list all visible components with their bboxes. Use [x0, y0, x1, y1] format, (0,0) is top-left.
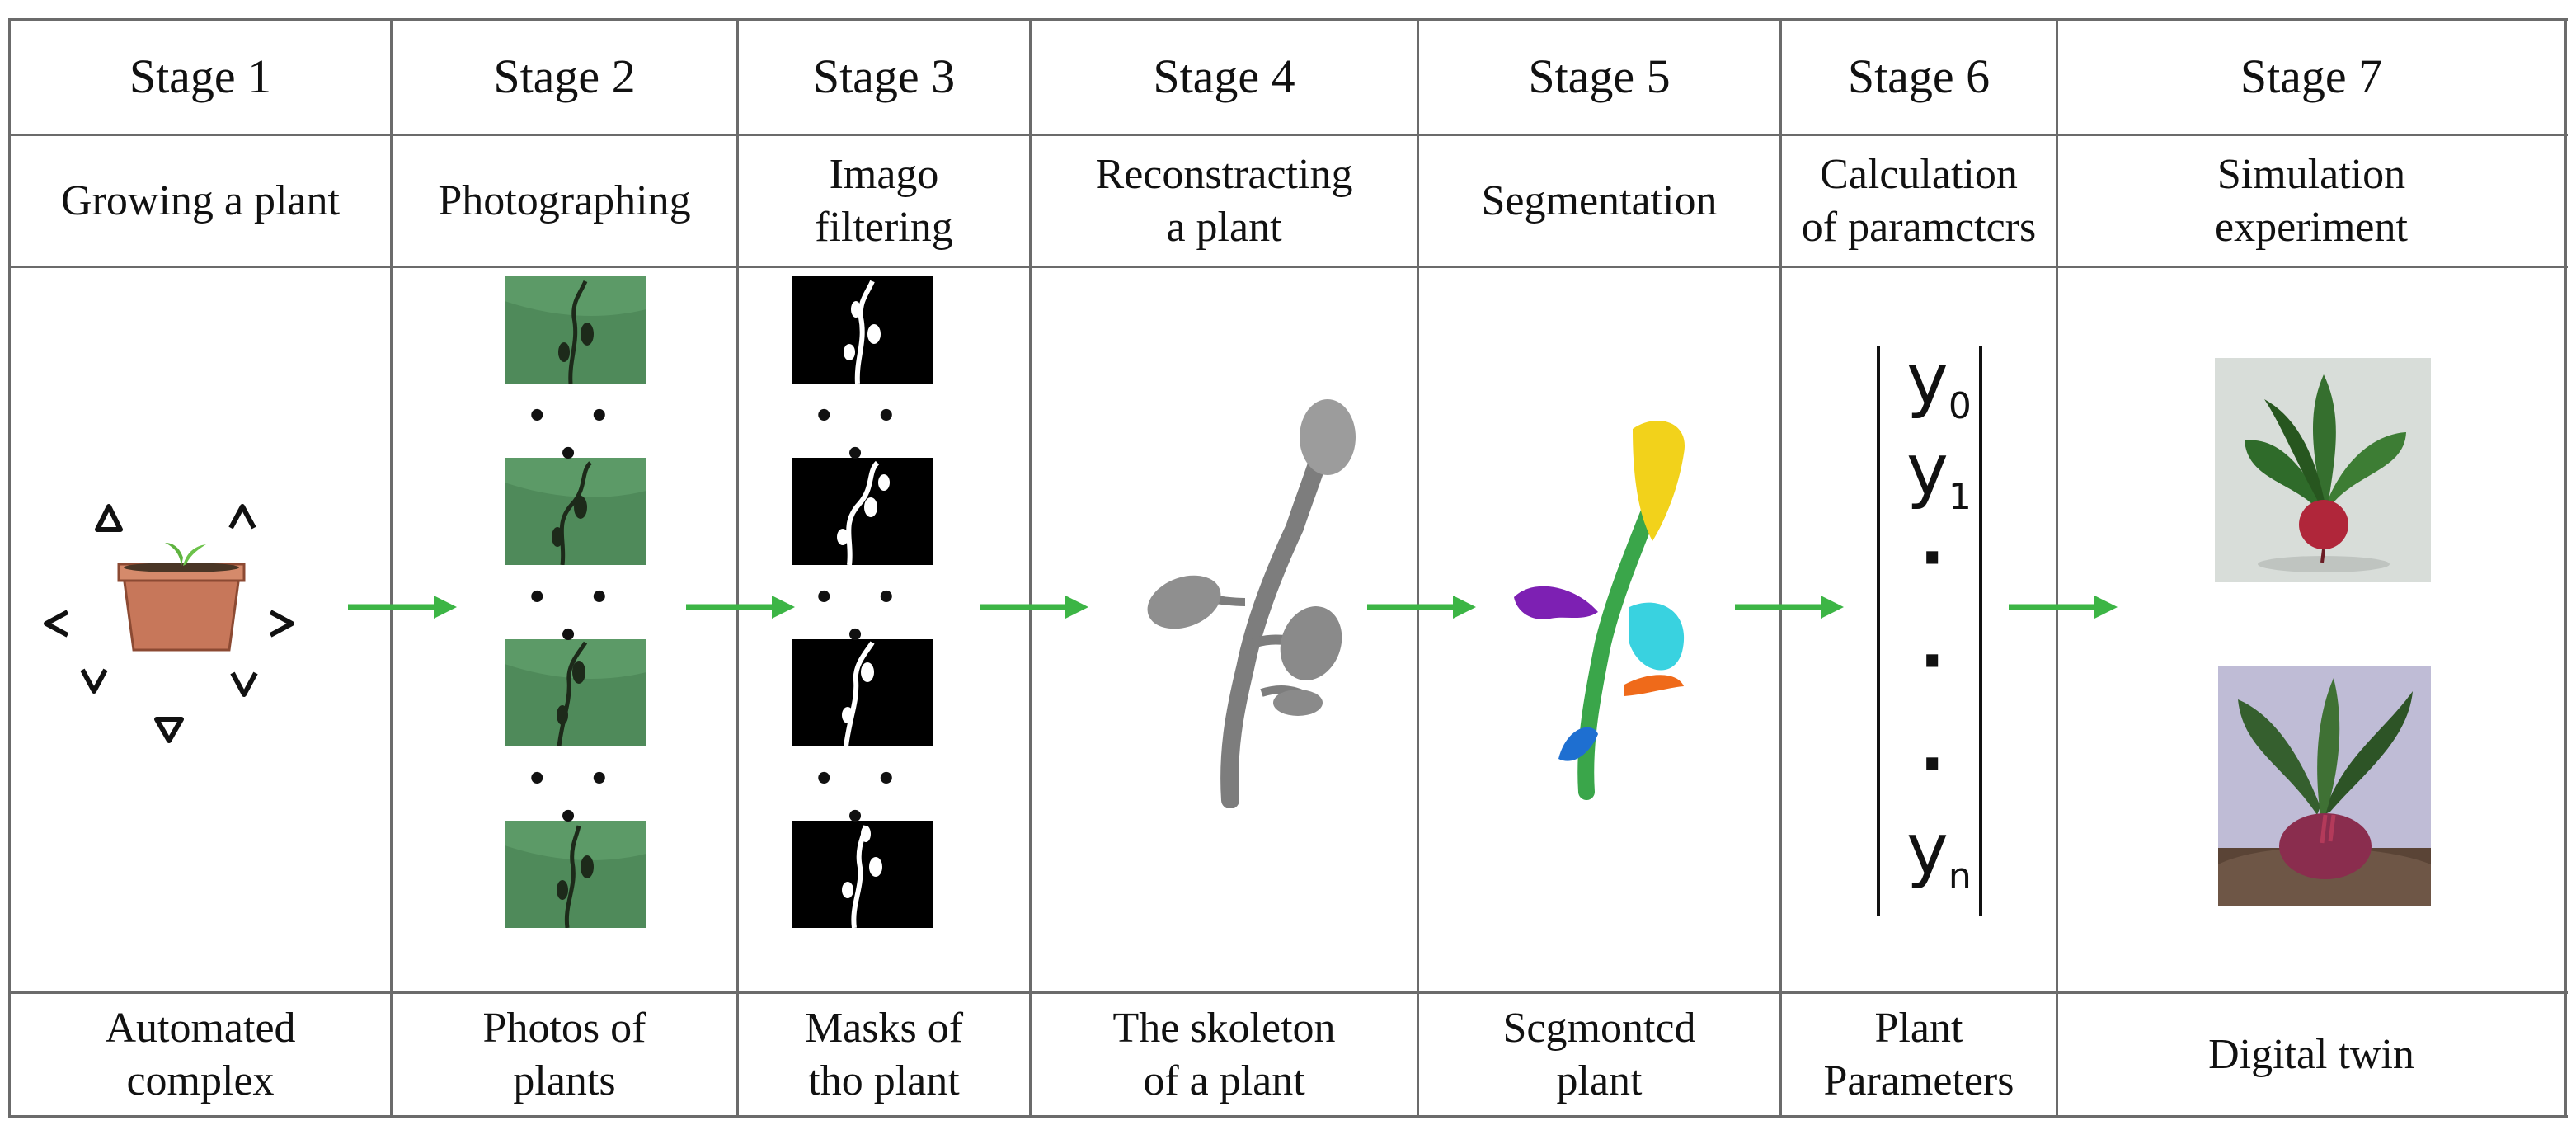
- ellipsis: • • •: [526, 579, 625, 655]
- ellipsis: • • •: [813, 398, 912, 473]
- stage-5-title: Segmentation: [1481, 177, 1718, 224]
- stage-7-output: Digital twin: [2208, 1030, 2414, 1078]
- vector-left-bar: [1877, 346, 1880, 916]
- grid-line-image: [8, 991, 2568, 994]
- grid-col-4: [1417, 18, 1419, 1118]
- grid-col-5: [1779, 18, 1782, 1118]
- vector-entry-yn: yn: [1906, 808, 1972, 898]
- stage-1-title: Growing a plant: [61, 177, 340, 224]
- plant-mask: [792, 276, 933, 384]
- plant-mask: [792, 639, 933, 746]
- grid-line-bottom: [8, 1115, 2568, 1118]
- vector-entry-y0: y0: [1906, 338, 1972, 428]
- stage-3-title: Imago filtering: [815, 151, 953, 251]
- ellipsis: • • •: [813, 579, 912, 655]
- grid-col-7: [2564, 18, 2567, 1118]
- stage-1-output: Automated complex: [105, 1005, 296, 1104]
- ellipsis: • • •: [526, 398, 625, 473]
- arrow-right-icon: [1735, 596, 1844, 619]
- stage-4-title: Reconstracting a plant: [1095, 151, 1353, 251]
- stage-3-output: Masks of tho plant: [804, 1005, 964, 1104]
- stage-2-title: Photographing: [438, 177, 691, 224]
- parameter-vector: y0 y1 · · · yn: [1877, 338, 1982, 916]
- plant-mask: [792, 821, 933, 928]
- beet-render: [2215, 358, 2431, 582]
- vector-right-bar: [1979, 346, 1982, 916]
- ellipsis: • • •: [526, 760, 625, 836]
- plant-skeleton: [1147, 399, 1356, 808]
- plant-mask: [792, 458, 933, 565]
- stage-1-header: Stage 1: [129, 49, 272, 104]
- stage-6-output: Plant Parameters: [1823, 1005, 2014, 1104]
- grid-col-1: [390, 18, 393, 1118]
- grid-col-0: [8, 18, 11, 1118]
- vector-entry-y1: y1: [1906, 429, 1972, 519]
- stage-2-header: Stage 2: [493, 49, 636, 104]
- beet-render: [2218, 666, 2431, 906]
- plant-photo: [505, 821, 646, 928]
- stage-6-title: Calculation of paramctcrs: [1801, 151, 2037, 251]
- grid-line-top: [8, 18, 2568, 21]
- arrow-right-icon: [980, 596, 1088, 619]
- stage-2-output: Photos of plants: [482, 1005, 646, 1104]
- segmented-plant: [1514, 421, 1685, 800]
- grid-col-6: [2056, 18, 2058, 1118]
- stage-6-header: Stage 6: [1847, 49, 1991, 104]
- arrow-right-icon: [1367, 596, 1476, 619]
- ellipsis: • • •: [813, 760, 912, 836]
- grid-col-2: [736, 18, 739, 1118]
- stage-5-output: Scgmontcd plant: [1502, 1005, 1696, 1104]
- stage-7-header: Stage 7: [2240, 49, 2383, 104]
- stage-4-header: Stage 4: [1153, 49, 1295, 104]
- vector-vdot: ·: [1920, 726, 1945, 803]
- arrow-right-icon: [686, 596, 795, 619]
- plant-photo: [505, 458, 646, 565]
- arrow-right-icon: [2009, 596, 2118, 619]
- stage-4-output: The skoleton of a plant: [1112, 1005, 1336, 1104]
- grid-col-3: [1029, 18, 1032, 1118]
- vector-vdot: ·: [1920, 623, 1945, 699]
- grid-line-header: [8, 134, 2568, 136]
- plant-photo: [505, 639, 646, 746]
- plant-pot-icon: [44, 504, 294, 743]
- stage-5-header: Stage 5: [1528, 49, 1671, 104]
- stage-3-header: Stage 3: [812, 49, 956, 104]
- vector-vdot: ·: [1920, 520, 1945, 596]
- grid-line-title: [8, 266, 2568, 268]
- plant-photo: [505, 276, 646, 384]
- arrow-right-icon: [348, 596, 457, 619]
- stage-7-title: Simulation experiment: [2215, 151, 2408, 251]
